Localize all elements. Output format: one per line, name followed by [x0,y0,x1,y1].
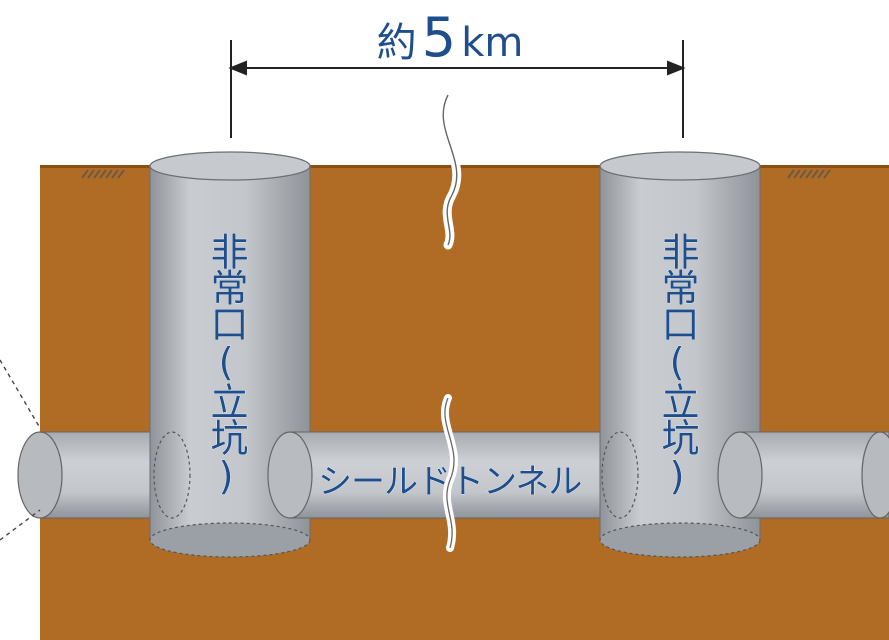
distance-dimension-line [228,40,686,138]
shaft-left-label: 非常口(立坑) [204,232,249,497]
leader-lines [0,359,41,541]
break-symbol-lower [440,394,458,552]
distance-prefix: 約 [376,20,417,66]
shaft-right-label: 非常口(立坑) [655,232,700,497]
tunnel-segment-left [17,431,156,519]
distance-label: 約 5 km [330,6,570,69]
distance-unit: km [461,20,524,66]
tunnel-segment-right [717,431,889,519]
ground-hatch-right [787,169,831,179]
break-symbol-upper [438,90,462,250]
distance-number: 5 [421,6,457,69]
tunnel-label: シールドトンネル [318,462,583,503]
ground-hatch-left [81,169,125,179]
shaft-left [149,151,311,558]
